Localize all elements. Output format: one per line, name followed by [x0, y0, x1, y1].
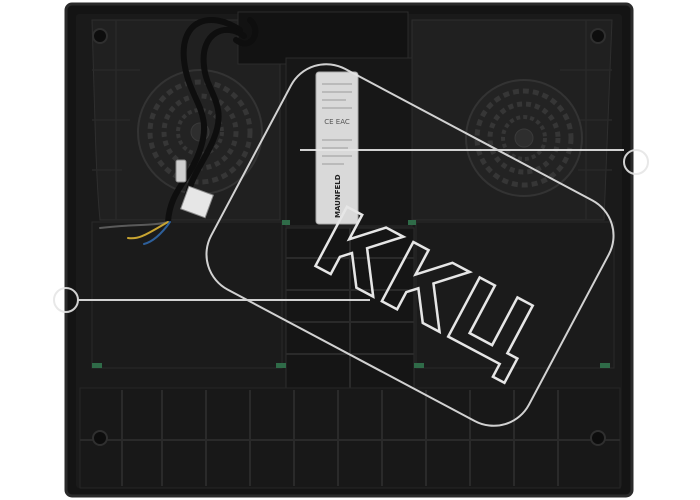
power-cable: [99, 17, 259, 245]
label-brand: MAUNFELD: [334, 174, 342, 218]
label-icons: CE EAC: [324, 118, 350, 126]
lower-right-panel: [415, 221, 615, 369]
right-cooling-fan: [465, 79, 583, 197]
green-clips: [92, 220, 610, 368]
bottom-ribs: [80, 390, 620, 486]
control-board-top: [237, 11, 409, 65]
watermark: [53, 63, 649, 427]
cable-tags: [175, 159, 214, 219]
lower-left-panel: [91, 221, 283, 369]
side-ribs: [92, 20, 612, 220]
rating-label: CE EAC MAUNFELD: [315, 71, 359, 225]
rubber-feet: [92, 28, 606, 446]
